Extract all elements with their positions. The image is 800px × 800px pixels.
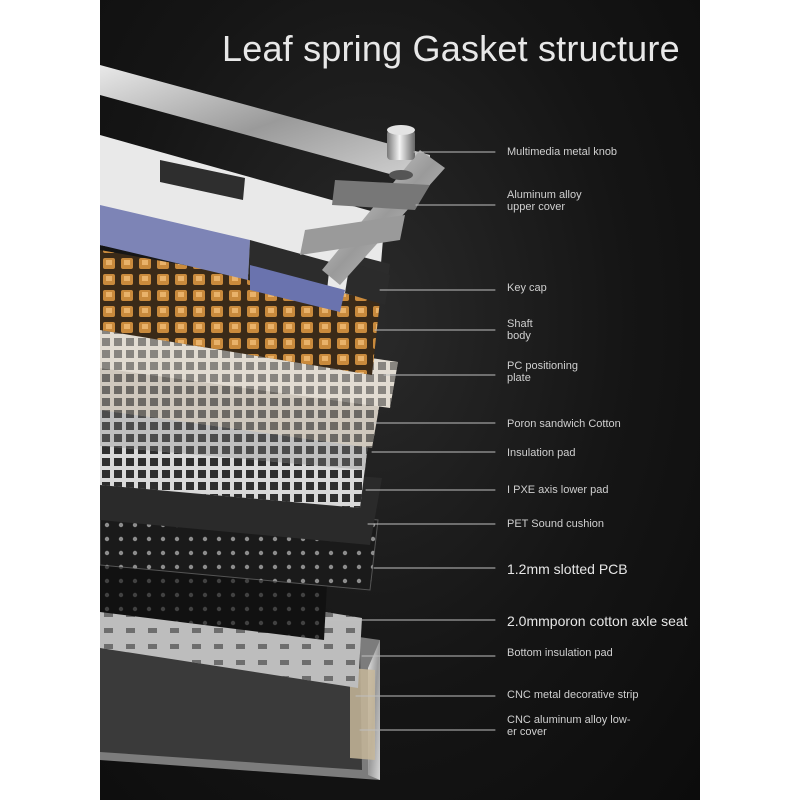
poron-layer [100, 360, 380, 448]
label-multimedia-knob-line-1: Multimedia metal knob [507, 146, 618, 158]
label-insulation-pad: Insulation pad [507, 447, 576, 459]
label-key-cap: Key cap [507, 282, 547, 294]
label-upper-cover-line-2: upper cover [507, 201, 566, 213]
switches-layer [100, 250, 380, 375]
page-title: Leaf spring Gasket structure [222, 28, 680, 69]
label-upper-cover: Aluminum alloy upper cover [507, 189, 582, 213]
label-pet-cushion: PET Sound cushion [507, 518, 604, 530]
label-bottom-pad: Bottom insulation pad [507, 647, 613, 659]
exploded-keyboard-illustration [100, 65, 445, 780]
label-insulation-pad-line-1: Insulation pad [507, 447, 576, 459]
label-key-cap-line-1: Key cap [507, 282, 547, 294]
label-axle-seat: 2.0mmporon cotton axle seat [507, 613, 688, 629]
label-shaft-body: Shaft body [507, 318, 533, 342]
label-pc-plate-line-2: plate [507, 372, 531, 384]
label-lower-cover-line-2: er cover [507, 726, 547, 738]
label-ixpe-pad-line-1: I PXE axis lower pad [507, 484, 609, 496]
label-lower-cover-line-1: CNC aluminum alloy low- [507, 714, 631, 726]
keycaps-layer [100, 135, 390, 312]
label-axle-seat-line-1: 2.0mmporon cotton axle seat [507, 613, 688, 629]
label-poron-sandwich: Poron sandwich Cotton [507, 418, 621, 430]
label-shaft-body-line-2: body [507, 330, 531, 342]
label-lower-cover: CNC aluminum alloy low- er cover [507, 714, 630, 738]
label-shaft-body-line-1: Shaft [507, 318, 533, 330]
upper-cover-layer [100, 65, 445, 285]
label-multimedia-knob: Multimedia metal knob [507, 146, 617, 158]
label-bottom-pad-line-1: Bottom insulation pad [507, 647, 613, 659]
label-ixpe-pad: I PXE axis lower pad [507, 484, 609, 496]
label-poron-sandwich-line-1: Poron sandwich Cotton [507, 418, 621, 430]
label-pcb: 1.2mm slotted PCB [507, 561, 628, 577]
label-pcb-line-1: 1.2mm slotted PCB [507, 561, 628, 577]
label-pet-cushion-line-1: PET Sound cushion [507, 518, 605, 530]
label-decor-strip-line-1: CNC metal decorative strip [507, 689, 639, 701]
label-decor-strip: CNC metal decorative strip [507, 689, 638, 701]
label-upper-cover-line-1: Aluminum alloy [507, 189, 582, 201]
knob-layer [387, 125, 415, 180]
label-pc-plate-line-1: PC positioning [507, 360, 578, 372]
label-pc-plate: PC positioning plate [507, 360, 578, 384]
